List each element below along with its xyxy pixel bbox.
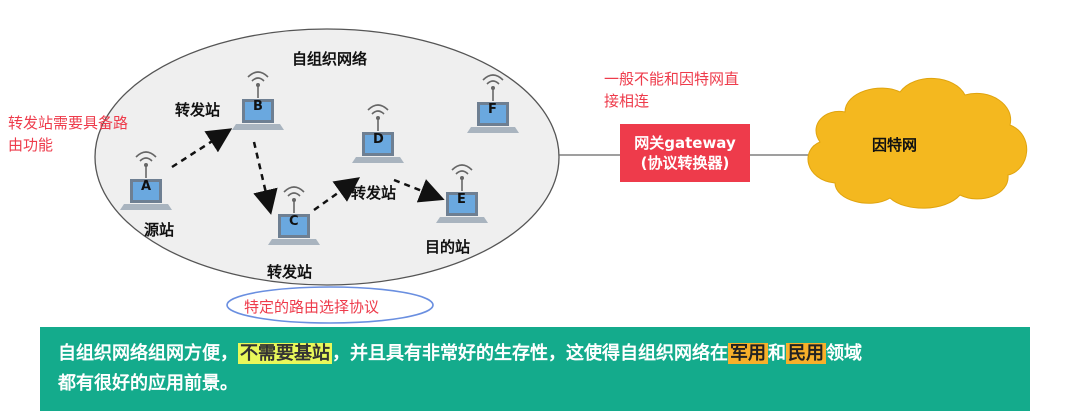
node-label-f: F: [488, 102, 497, 117]
relay-label-d: 转发站: [351, 184, 397, 202]
highlight-civilian: 民用: [786, 343, 826, 364]
network-title: 自组织网络: [292, 50, 368, 68]
source-label: 源站: [144, 221, 175, 239]
internet-label: 因特网: [872, 136, 918, 154]
arrow-b-to-c: [252, 141, 278, 215]
routing-requirement-note: 转发站需要具备路 由功能: [8, 114, 129, 154]
highlight-no-base-station: 不需要基站: [238, 343, 332, 364]
arrow-d-to-e: [393, 178, 445, 203]
gateway-subtitle: (协议转换器): [640, 154, 730, 172]
arrow-a-to-b: [171, 128, 233, 169]
highlight-military: 军用: [728, 343, 768, 364]
gateway-box: 网关gateway (协议转换器): [620, 124, 750, 182]
internet-cloud: [807, 78, 1028, 209]
node-label-c: C: [289, 214, 299, 229]
destination-label: 目的站: [425, 238, 471, 256]
banner-line-1: 自组织网络组网方便，不需要基站，并且具有非常好的生存性，这使得自组织网络在军用和…: [58, 343, 862, 364]
routing-protocol-label: 特定的路由选择协议: [244, 298, 380, 316]
node-label-e: E: [457, 192, 466, 207]
node-label-d: D: [373, 132, 384, 147]
node-label-a: A: [141, 179, 152, 194]
node-label-b: B: [253, 99, 263, 114]
protocol-highlight-ring: [226, 286, 434, 324]
relay-label-b: 转发站: [175, 101, 221, 119]
arrow-c-to-d: [313, 177, 361, 212]
gateway-title: 网关gateway: [634, 134, 736, 152]
internet-connection-note: 一般不能和因特网直 接相连: [604, 70, 740, 110]
banner-line-2: 都有很好的应用前景。: [58, 373, 238, 394]
summary-banner: 自组织网络组网方便，不需要基站，并且具有非常好的生存性，这使得自组织网络在军用和…: [40, 327, 1030, 411]
relay-label-c: 转发站: [267, 263, 313, 281]
